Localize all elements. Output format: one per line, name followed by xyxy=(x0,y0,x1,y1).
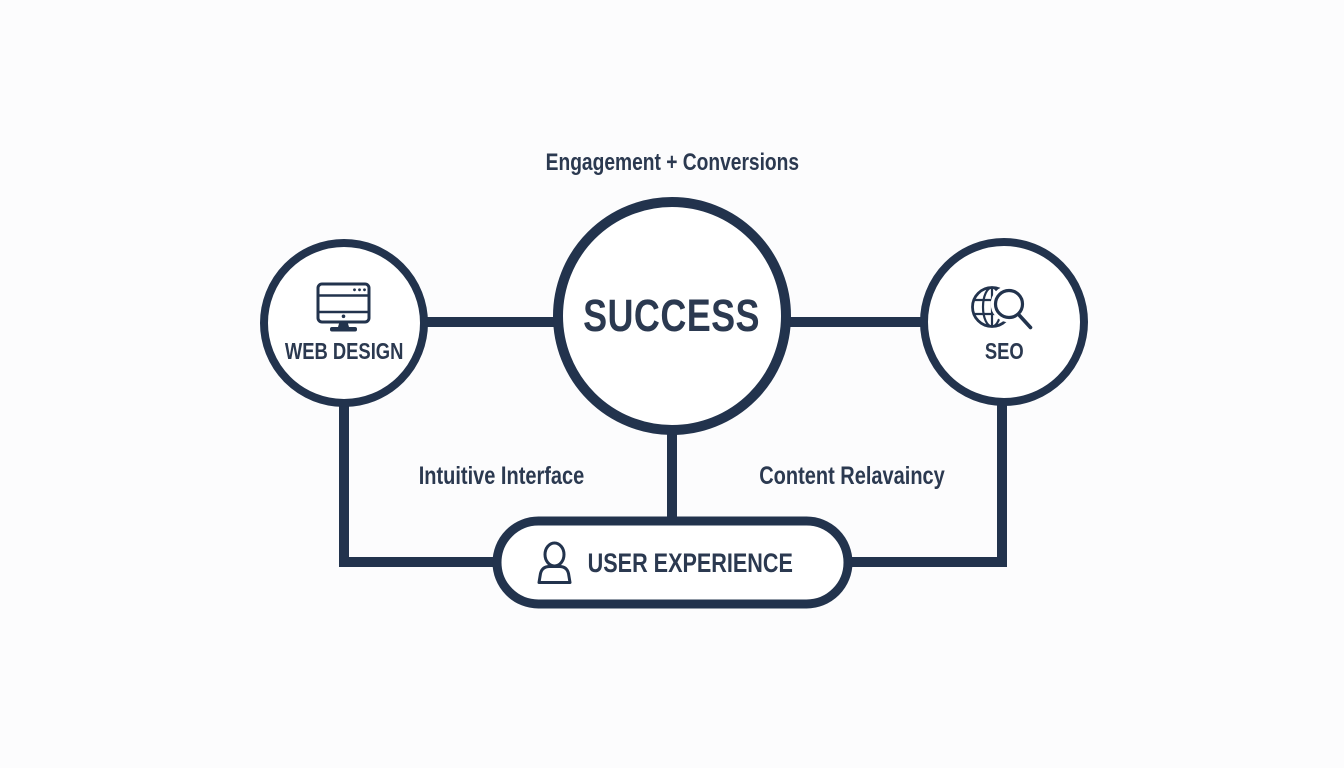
node-webdesign-label: WEB DESIGN xyxy=(244,338,444,364)
person-icon xyxy=(537,541,572,584)
edge-label-intuitive-interface: Intuitive Interface xyxy=(391,461,611,491)
success-text: SUCCESS xyxy=(583,290,761,341)
edge-seo-ux xyxy=(840,398,1007,567)
globe-magnifier-icon xyxy=(971,285,1035,332)
diagram-title-text: Engagement + Conversions xyxy=(545,149,799,176)
node-success-circle xyxy=(553,197,791,435)
seo-text: SEO xyxy=(984,337,1024,364)
ux-text: USER EXPERIENCE xyxy=(587,547,793,578)
edge-label-content-relavaincy: Content Relavaincy xyxy=(742,461,962,491)
connector-lines xyxy=(339,317,1007,567)
webdesign-text: WEB DESIGN xyxy=(284,337,404,364)
edge-webdesign-ux xyxy=(339,398,505,567)
node-success-label: SUCCESS xyxy=(552,290,792,341)
node-ux-pill xyxy=(492,516,853,609)
intuitive-interface-text: Intuitive Interface xyxy=(418,461,584,490)
diagram-title: Engagement + Conversions xyxy=(472,148,872,178)
monitor-icon xyxy=(316,282,371,332)
content-relavaincy-text: Content Relavaincy xyxy=(759,461,945,490)
node-ux-label: USER EXPERIENCE xyxy=(580,548,800,578)
node-seo-label: SEO xyxy=(904,338,1104,364)
